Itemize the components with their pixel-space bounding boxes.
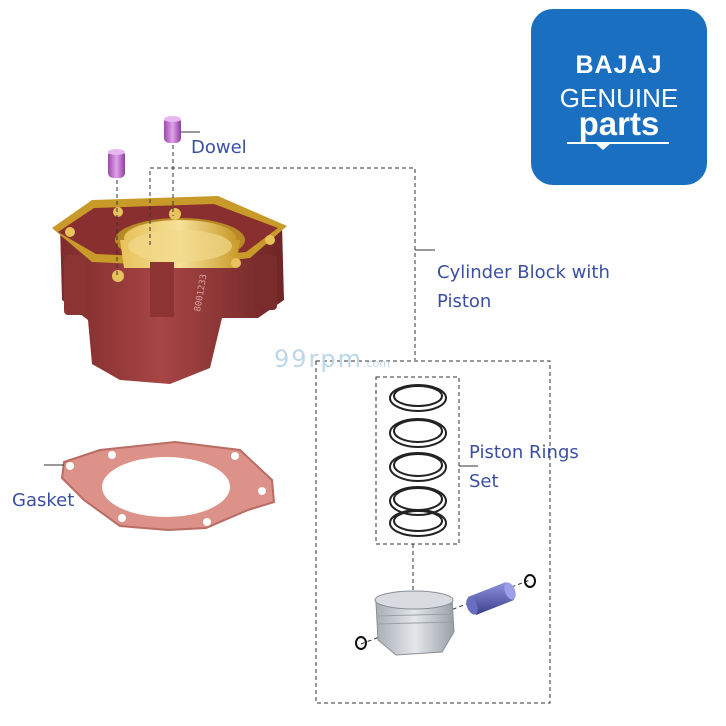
cylinder-block: 8001233	[52, 196, 287, 384]
piston-pin	[466, 582, 516, 615]
callout-ticks	[44, 131, 478, 467]
watermark: 99rpm.com	[274, 345, 390, 373]
badge-swoosh-icon	[567, 142, 669, 150]
gasket	[60, 440, 276, 532]
label-gasket: Gasket	[12, 490, 75, 511]
badge-parts: parts	[578, 105, 660, 142]
watermark-main: 99rpm	[274, 345, 364, 373]
dowel-pin-left	[108, 149, 125, 178]
bajaj-genuine-parts-logo: BAJAJ GENUINE parts	[531, 9, 707, 185]
badge-brand: BAJAJ	[575, 51, 663, 79]
piston	[374, 590, 455, 656]
circlips	[355, 574, 536, 650]
piston-rings	[389, 384, 447, 537]
label-cylinder-block-line1: Cylinder Block with	[437, 262, 610, 283]
label-cylinder-block-line2: Piston	[437, 291, 492, 312]
badge-genuine: GENUINE	[559, 83, 679, 113]
watermark-suffix: .com	[363, 357, 391, 370]
label-dowel: Dowel	[191, 137, 247, 158]
dowel-pin-right	[164, 116, 181, 143]
label-piston-rings-line1: Piston Rings	[469, 442, 579, 463]
label-piston-rings-line2: Set	[469, 471, 499, 492]
